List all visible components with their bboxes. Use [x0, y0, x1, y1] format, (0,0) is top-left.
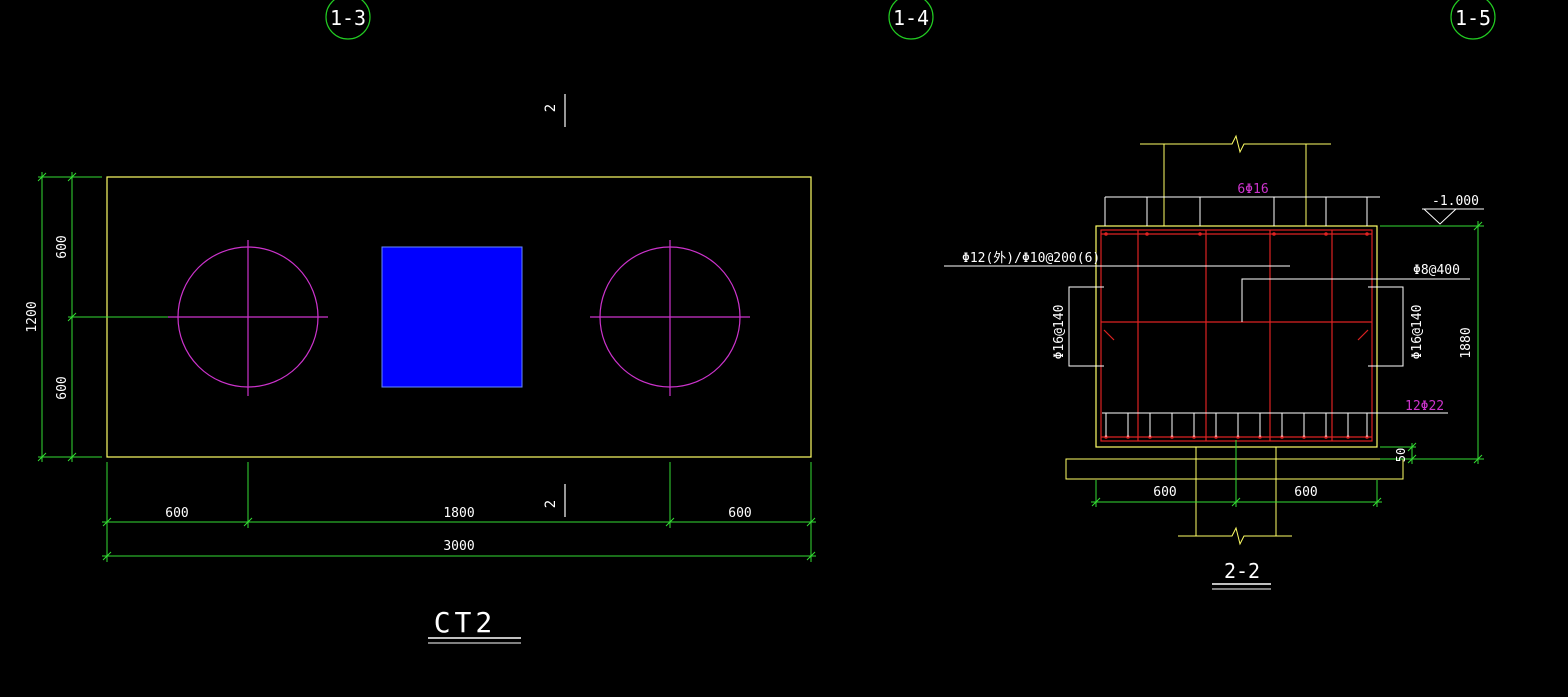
column-block	[381, 246, 523, 388]
pile-cap-plan: 2 2 600 1800 600 3000	[25, 94, 816, 644]
axis-label-1-5: 1-5	[1455, 6, 1491, 30]
dim-tick	[806, 517, 816, 527]
hook	[1357, 329, 1369, 341]
dim-tick	[243, 517, 253, 527]
section-mark-top: 2	[543, 104, 559, 112]
axis-bubble-1-3	[325, 0, 371, 40]
stirrup-label: Φ12(外)/Φ10@200(6)	[962, 251, 1100, 266]
section-dims-bottom	[1091, 440, 1382, 507]
section-mark-bottom: 2	[543, 500, 559, 508]
dim-tick	[665, 517, 675, 527]
axis-bubble-1-4	[888, 0, 934, 40]
axis-label-1-3: 1-3	[330, 6, 366, 30]
dim-text-1800: 1800	[443, 506, 474, 521]
axis-label-1-4: 1-4	[893, 6, 929, 30]
dim-tick	[806, 551, 816, 561]
elevation-triangle	[1423, 208, 1457, 225]
pile-right	[590, 240, 750, 396]
dim-text-600-bottom: 600	[55, 376, 70, 399]
right-side-bracket	[1368, 286, 1404, 367]
axis-bubble-1-5	[1450, 0, 1496, 40]
hook	[1103, 329, 1115, 341]
dim-tick	[102, 551, 112, 561]
dim-text-3000: 3000	[443, 539, 474, 554]
cover-label: 50	[1394, 448, 1408, 462]
elevation-mark	[1422, 208, 1484, 225]
dim-tick	[67, 172, 77, 182]
column-break-line-top	[1140, 134, 1331, 154]
right-side-bars-label: Φ16@140	[1410, 305, 1425, 360]
side-bar-leader-line	[1241, 278, 1470, 322]
section-height-dim	[1380, 221, 1484, 464]
bottom-bars-label: 12Φ22	[1405, 399, 1444, 414]
top-bars-label: 6Φ16	[1237, 182, 1268, 197]
section-2-2: 6Φ16 Φ12(外)/Φ10@200(6) Φ8@400 Φ16@140 Φ1…	[944, 134, 1484, 590]
top-bar-leader	[1104, 196, 1380, 226]
elevation-label: -1.000	[1432, 194, 1479, 209]
dim-tick	[37, 172, 47, 182]
rebar-cage	[1100, 229, 1373, 442]
section-column-top	[1140, 134, 1331, 226]
section-base	[1065, 447, 1404, 546]
dim-text-600-right: 600	[728, 506, 751, 521]
pile-break-line	[1178, 526, 1292, 546]
left-side-bracket	[1068, 286, 1104, 367]
pile-left	[168, 240, 328, 396]
blinding-layer	[1065, 458, 1404, 480]
dim-tick	[102, 517, 112, 527]
sec-dim-text-right: 600	[1294, 485, 1317, 500]
side-bar-right-label: Φ8@400	[1413, 263, 1460, 278]
bottom-bar-ticks	[1105, 413, 1368, 437]
section-height-label: 1880	[1459, 327, 1474, 358]
dim-tick	[67, 312, 77, 322]
dim-text-1200: 1200	[25, 301, 40, 332]
dim-tick	[37, 452, 47, 462]
plan-dims-left	[37, 172, 102, 462]
dim-text-600-left: 600	[165, 506, 188, 521]
plan-title: CT2	[434, 606, 497, 639]
plan-dims-bottom	[102, 462, 816, 562]
left-side-bars-label: Φ16@140	[1052, 305, 1067, 360]
dim-text-600-top: 600	[55, 235, 70, 258]
axis-markers	[325, 0, 1496, 40]
sec-dim-text-left: 600	[1153, 485, 1176, 500]
dim-tick	[67, 452, 77, 462]
section-title: 2-2	[1224, 559, 1260, 583]
